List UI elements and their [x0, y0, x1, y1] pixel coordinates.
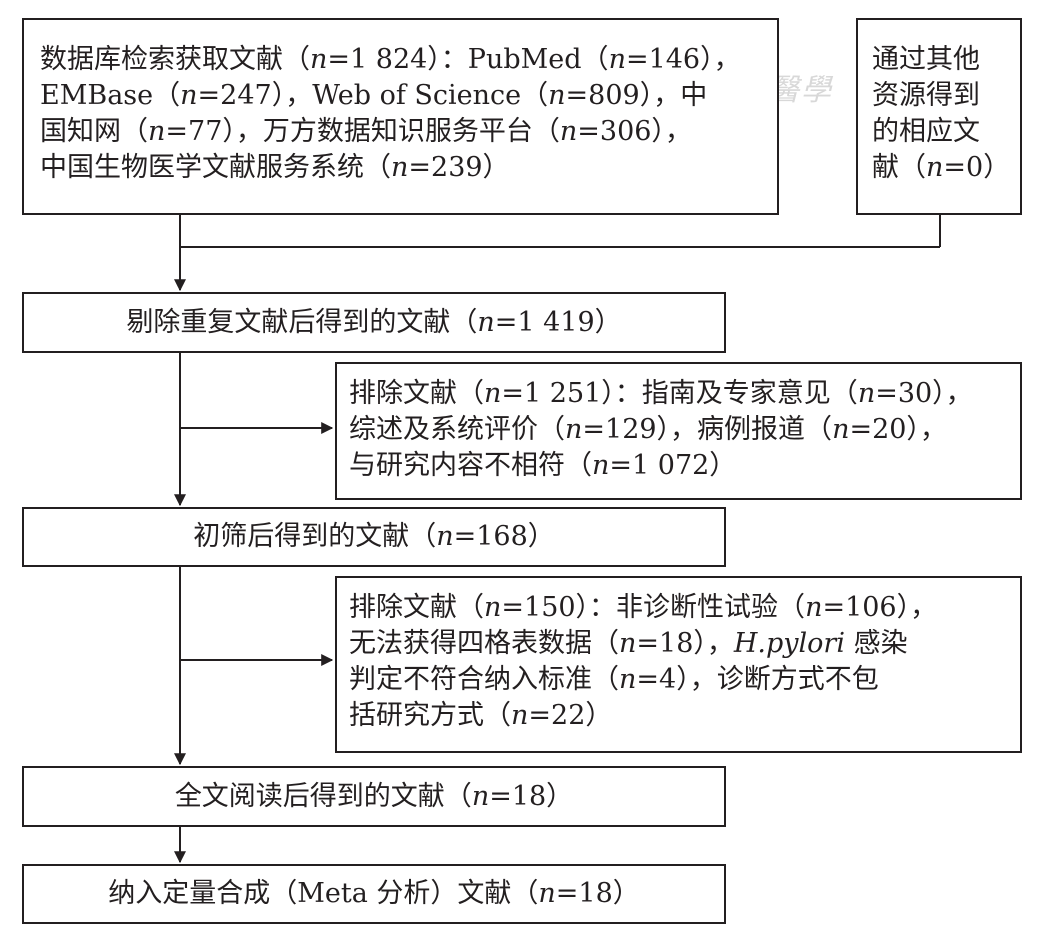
- box-included-meta: 纳入定量合成（Meta 分析）文献（n=18）: [22, 864, 726, 924]
- other-line: 献（n=0）: [872, 152, 1011, 183]
- box-other-sources: 通过其他 资源得到 的相应文 献（n=0）: [856, 18, 1022, 215]
- included-text: 纳入定量合成（Meta 分析）文献（n=18）: [108, 878, 640, 909]
- exclude2-line: 排除文献（n=150）：非诊断性试验（n=106），: [349, 592, 938, 623]
- other-line: 通过其他: [872, 44, 980, 75]
- box-after-screening: 初筛后得到的文献（n=168）: [22, 507, 726, 567]
- search-line: 中国生物医学文献服务系统（n=239）: [40, 152, 510, 183]
- box-after-dedup: 剔除重复文献后得到的文献（n=1 419）: [22, 292, 726, 353]
- exclude1-line: 排除文献（n=1 251）：指南及专家意见（n=30），: [349, 378, 973, 409]
- screen-text: 初筛后得到的文献（n=168）: [193, 521, 555, 552]
- search-line: 数据库检索获取文献（n=1 824）：PubMed（n=146），: [40, 44, 741, 75]
- other-line: 的相应文: [872, 116, 980, 147]
- box-exclusion-1: 排除文献（n=1 251）：指南及专家意见（n=30）， 综述及系统评价（n=1…: [335, 362, 1022, 500]
- dedup-text: 剔除重复文献后得到的文献（n=1 419）: [126, 306, 622, 338]
- search-line: 国知网（n=77），万方数据知识服务平台（n=306），: [40, 116, 692, 147]
- search-line: EMBase（n=247），Web of Science（n=809），中: [40, 80, 708, 111]
- exclude1-line: 综述及系统评价（n=129），病例报道（n=20），: [349, 414, 947, 445]
- exclude2-line: 判定不符合纳入标准（n=4），诊断方式不包: [349, 664, 879, 695]
- exclude2-line: 括研究方式（n=22）: [349, 700, 613, 731]
- box-database-search: 数据库检索获取文献（n=1 824）：PubMed（n=146）， EMBase…: [22, 18, 779, 215]
- exclude1-line: 与研究内容不相符（n=1 072）: [349, 450, 737, 481]
- fulltext-text: 全文阅读后得到的文献（n=18）: [174, 780, 574, 812]
- other-line: 资源得到: [872, 80, 980, 111]
- box-after-fulltext: 全文阅读后得到的文献（n=18）: [22, 766, 726, 827]
- box-exclusion-2: 排除文献（n=150）：非诊断性试验（n=106）， 无法获得四格表数据（n=1…: [335, 576, 1022, 753]
- exclude2-line: 无法获得四格表数据（n=18），H.pylori 感染: [349, 628, 908, 659]
